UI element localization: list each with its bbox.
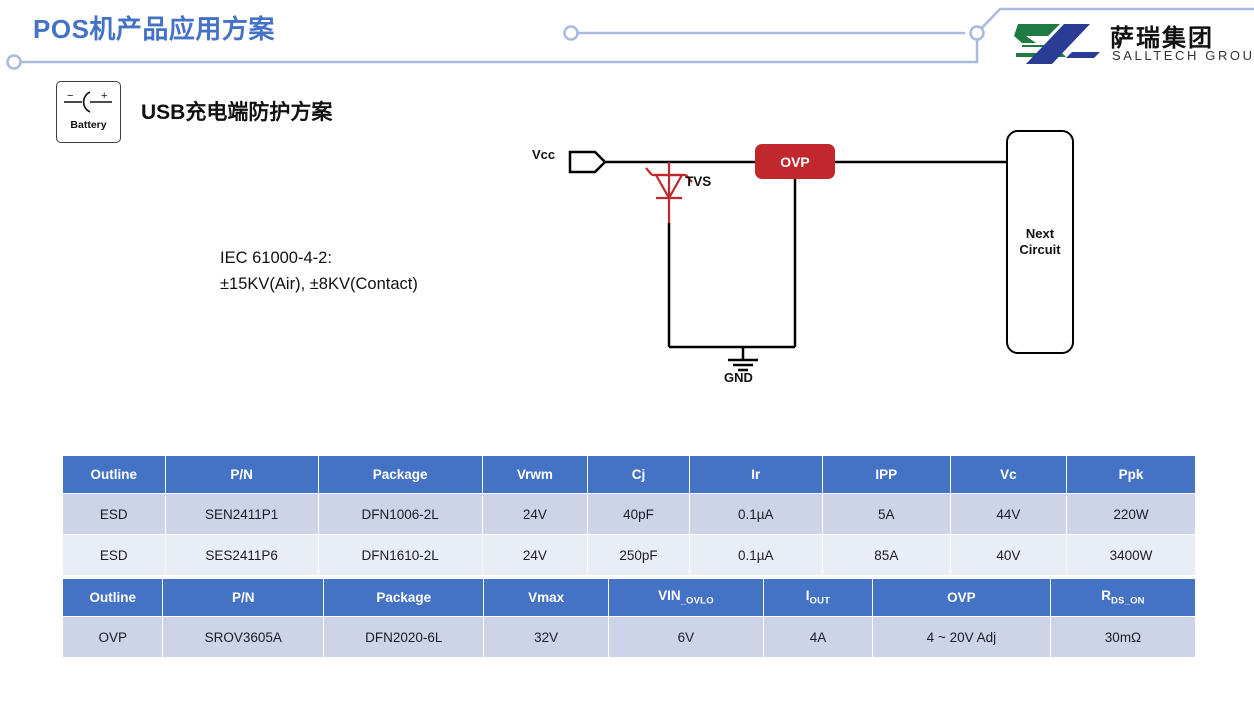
ovp-component: OVP bbox=[755, 144, 835, 179]
cell-vrwm: 24V bbox=[481, 493, 589, 535]
col-header-outline: Outline bbox=[62, 455, 166, 494]
cell-ipp: 85A bbox=[821, 534, 951, 576]
next-circuit-line2: Circuit bbox=[1019, 242, 1061, 257]
iec-note: IEC 61000-4-2: ±15KV(Air), ±8KV(Contact) bbox=[220, 245, 418, 297]
col-header-package: Package bbox=[317, 455, 483, 494]
table-header-row: Outline P/N Package Vmax VIN_OVLO IOUT O… bbox=[61, 578, 1197, 617]
col-header-vmax-text: Vmax bbox=[528, 590, 565, 605]
cell-ppk: 3400W bbox=[1066, 534, 1196, 576]
cell-outline: ESD bbox=[62, 534, 166, 576]
cell-vin-ovlo: 6V bbox=[607, 616, 765, 658]
cell-pn: SROV3605A bbox=[162, 616, 324, 658]
table-row: ESD SES2411P6 DFN1610-2L 24V 250pF 0.1µA… bbox=[62, 534, 1196, 576]
col-header-rds-on: RDS_ON bbox=[1049, 578, 1197, 617]
cell-pn: SEN2411P1 bbox=[164, 493, 319, 535]
col-header-ovp-text: OVP bbox=[947, 590, 976, 605]
svg-text:+: + bbox=[101, 90, 107, 102]
tvs-label: TVS bbox=[685, 174, 712, 189]
col-header-outline: Outline bbox=[61, 578, 164, 617]
logo-english-name: SALLTECH GROUP bbox=[1112, 48, 1254, 63]
col-header-vrwm: Vrwm bbox=[481, 455, 589, 494]
col-header-vin-text: VIN bbox=[658, 588, 681, 604]
cell-pn: SES2411P6 bbox=[164, 534, 319, 576]
cell-ppk: 220W bbox=[1066, 493, 1196, 535]
esd-spec-table: Outline P/N Package Vrwm Cj Ir IPP Vc Pp… bbox=[62, 455, 1196, 576]
header-decoration bbox=[6, 7, 1254, 70]
cell-ipp: 5A bbox=[821, 493, 951, 535]
circuit-schematic bbox=[568, 150, 1008, 372]
cell-vrwm: 24V bbox=[481, 534, 589, 576]
cell-ir: 0.1µA bbox=[688, 493, 823, 535]
next-circuit-line1: Next bbox=[1025, 226, 1055, 241]
table-row: OVP SROV3605A DFN2020-6L 32V 6V 4A 4 ~ 2… bbox=[61, 616, 1197, 658]
cell-package: DFN2020-6L bbox=[322, 616, 485, 658]
col-header-rds-text: R bbox=[1101, 588, 1111, 604]
iec-note-line2: ±15KV(Air), ±8KV(Contact) bbox=[220, 275, 418, 293]
cell-vmax: 32V bbox=[483, 616, 609, 658]
cell-outline: OVP bbox=[61, 616, 164, 658]
col-header-pn-text: P/N bbox=[231, 590, 255, 605]
col-header-pn: P/N bbox=[162, 578, 324, 617]
cell-ovp: 4 ~ 20V Adj bbox=[871, 616, 1051, 658]
table-header-row: Outline P/N Package Vrwm Cj Ir IPP Vc Pp… bbox=[62, 455, 1196, 494]
section-title: USB充电端防护方案 bbox=[141, 96, 332, 126]
col-header-ir: Ir bbox=[688, 455, 823, 494]
cell-ir: 0.1µA bbox=[688, 534, 823, 576]
col-header-ppk: Ppk bbox=[1066, 455, 1196, 494]
battery-badge: − + Battery bbox=[56, 81, 121, 143]
section-title-cn: 充电端防护方案 bbox=[185, 99, 333, 124]
iec-note-line1: IEC 61000-4-2: bbox=[220, 249, 332, 267]
cell-outline: ESD bbox=[62, 493, 166, 535]
battery-icon: − + bbox=[64, 90, 112, 113]
col-header-vin-sub: _OVLO bbox=[680, 595, 714, 607]
col-header-iout: IOUT bbox=[763, 578, 873, 617]
table-row: ESD SEN2411P1 DFN1006-2L 24V 40pF 0.1µA … bbox=[62, 493, 1196, 535]
cell-vc: 40V bbox=[949, 534, 1068, 576]
svg-text:−: − bbox=[67, 90, 73, 102]
cell-package: DFN1610-2L bbox=[317, 534, 483, 576]
cell-package: DFN1006-2L bbox=[317, 493, 483, 535]
page-title: POS机产品应用方案 bbox=[33, 14, 275, 44]
col-header-package-text: Package bbox=[376, 590, 432, 605]
cell-rds-on: 30mΩ bbox=[1049, 616, 1197, 658]
col-header-outline-text: Outline bbox=[89, 590, 136, 605]
col-header-cj: Cj bbox=[587, 455, 690, 494]
cell-iout: 4A bbox=[763, 616, 873, 658]
col-header-iout-sub: OUT bbox=[809, 595, 831, 607]
col-header-rds-sub: DS_ON bbox=[1110, 595, 1145, 607]
company-logo: 萨瑞集团 SALLTECH GROUP bbox=[1014, 20, 1254, 68]
cell-cj: 40pF bbox=[587, 493, 690, 535]
col-header-vmax: Vmax bbox=[483, 578, 609, 617]
vcc-label: Vcc bbox=[532, 147, 556, 162]
col-header-ipp: IPP bbox=[821, 455, 951, 494]
next-circuit-block: Next Circuit bbox=[1006, 130, 1074, 354]
ovp-spec-table: Outline P/N Package Vmax VIN_OVLO IOUT O… bbox=[61, 578, 1197, 658]
gnd-label: GND bbox=[724, 370, 753, 385]
col-header-vin-ovlo: VIN_OVLO bbox=[607, 578, 765, 617]
col-header-package: Package bbox=[322, 578, 485, 617]
circuit-diagram: Vcc TVS GND OVP Next Circuit bbox=[500, 120, 1120, 400]
logo-mark-icon bbox=[1014, 24, 1100, 64]
battery-badge-label: Battery bbox=[70, 119, 107, 131]
section-title-ascii: USB bbox=[141, 101, 186, 124]
col-header-iout-text: I bbox=[805, 588, 810, 604]
cell-cj: 250pF bbox=[587, 534, 690, 576]
col-header-pn: P/N bbox=[164, 455, 319, 494]
logo-chinese-name: 萨瑞集团 bbox=[1110, 24, 1214, 52]
cell-vc: 44V bbox=[949, 493, 1068, 535]
col-header-ovp: OVP bbox=[871, 578, 1051, 617]
col-header-vc: Vc bbox=[949, 455, 1068, 494]
